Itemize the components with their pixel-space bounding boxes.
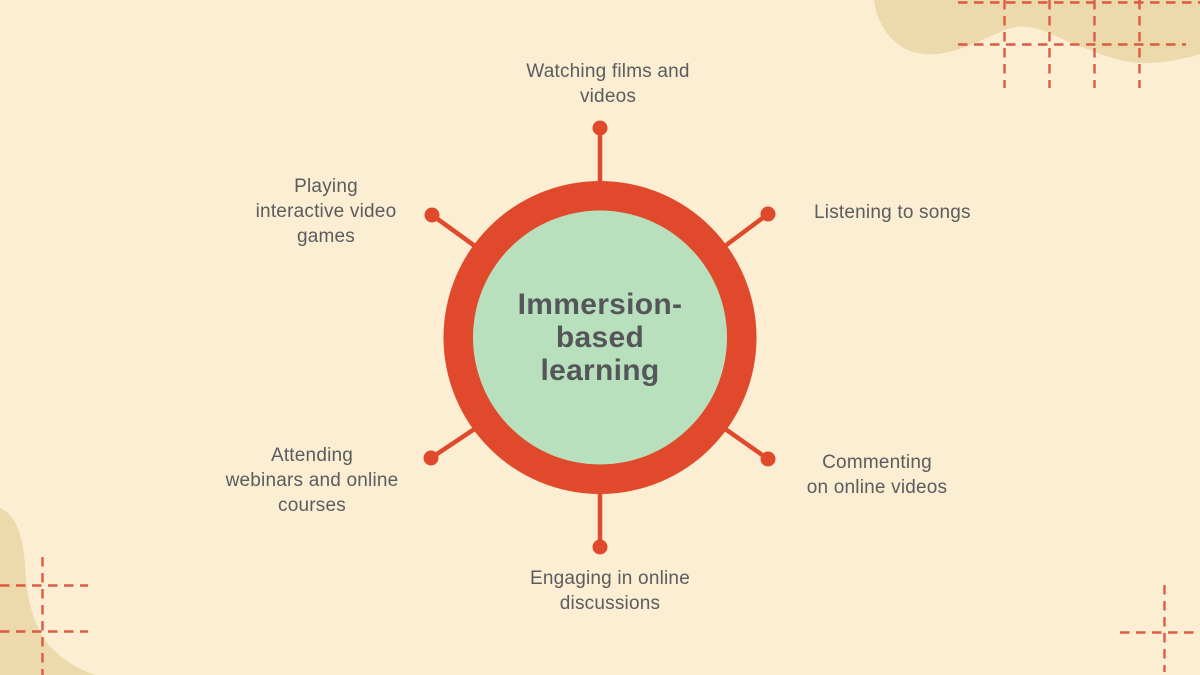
- spoke-label-watching-films-and-videos: Watching films and videos: [526, 61, 690, 107]
- bottom-left-blob: [0, 508, 95, 675]
- spoke-dot-bottom: [592, 539, 608, 555]
- spoke-label-listening-to-songs: Listening to songs: [814, 202, 971, 223]
- spoke-dot-lower-right: [760, 451, 776, 467]
- spoke-label-engaging-in-online-discussions: Engaging in online discussions: [530, 568, 690, 614]
- spoke-dot-upper-left: [424, 207, 440, 223]
- spoke-dot-top: [592, 120, 608, 136]
- spoke-label-playing-interactive-video-games: Playing interactive video games: [255, 176, 397, 247]
- center-title: Immersion- based learning: [517, 288, 683, 387]
- spoke-label-attending-webinars-and-online-courses: Attending webinars and online courses: [225, 445, 399, 516]
- center-circle: [473, 210, 727, 465]
- top-right-blob: [874, 0, 1200, 64]
- spoke-line-upper-right: [719, 212, 770, 251]
- spoke-dot-upper-right: [760, 206, 776, 222]
- spoke-lines: [429, 128, 770, 547]
- spoke-line-upper-left: [430, 213, 481, 251]
- spoke-dot-lower-left: [423, 450, 439, 466]
- spoke-line-lower-right: [719, 424, 770, 461]
- spoke-line-lower-left: [429, 424, 481, 460]
- spoke-label-commenting-on-online-videos: Commenting on online videos: [806, 452, 948, 498]
- spoke-dots: [423, 120, 776, 555]
